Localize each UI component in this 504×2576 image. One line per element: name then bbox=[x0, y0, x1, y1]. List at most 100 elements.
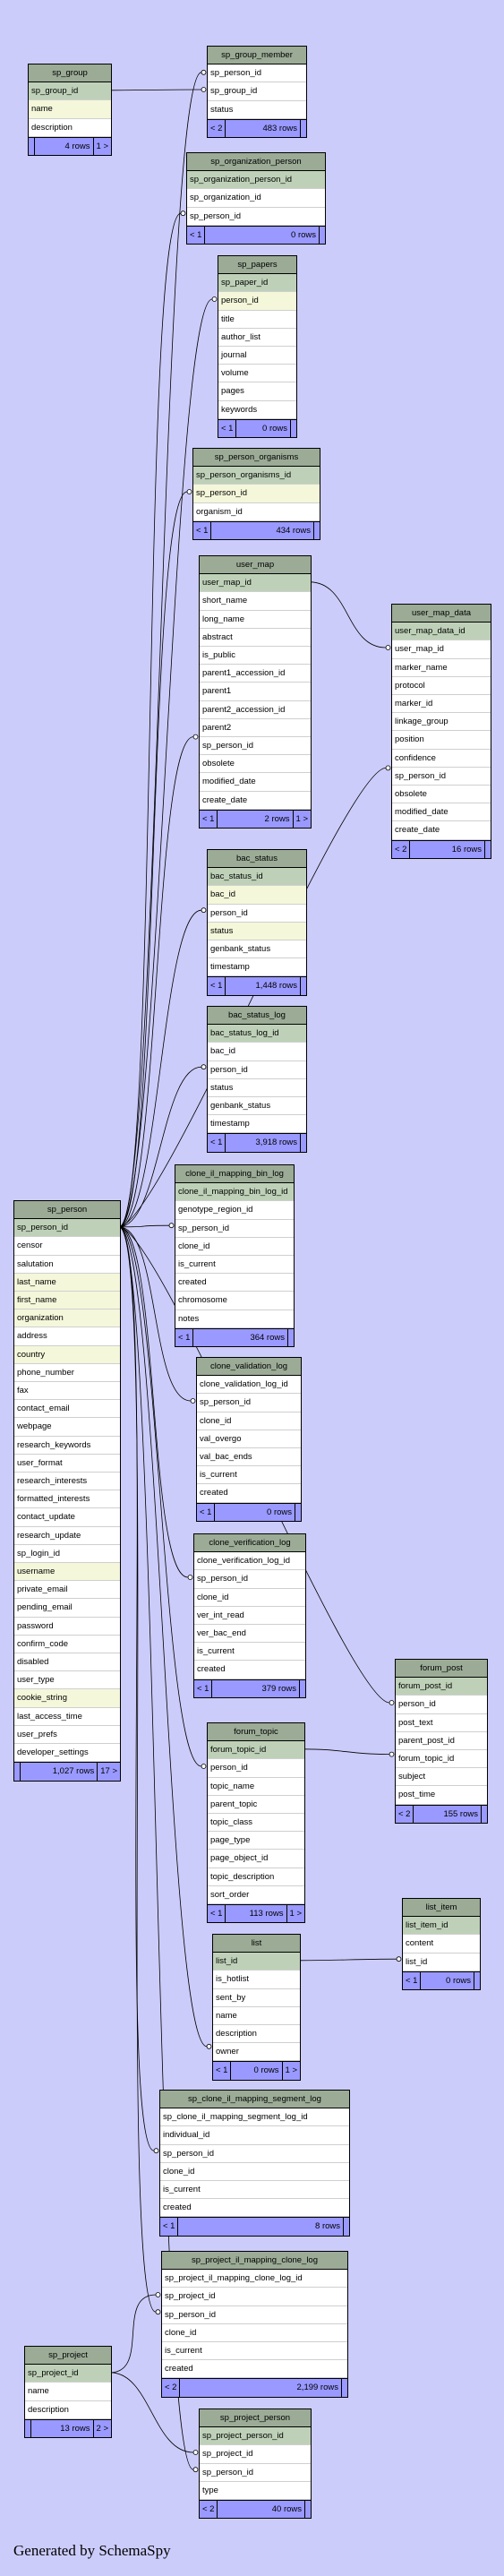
parents-link[interactable]: < 1 bbox=[210, 981, 223, 992]
column-sp-person-id[interactable]: sp_person_id bbox=[208, 64, 306, 83]
column-name[interactable]: name bbox=[29, 100, 111, 119]
table-title[interactable]: sp_person_organisms bbox=[193, 449, 320, 468]
children-link[interactable] bbox=[474, 1971, 480, 1990]
parents-link[interactable]: < 1 bbox=[216, 2065, 228, 2076]
children-link[interactable] bbox=[300, 977, 306, 995]
column-organization[interactable]: organization bbox=[14, 1309, 120, 1328]
column-research-interests[interactable]: research_interests bbox=[14, 1473, 120, 1491]
column-sp-person-id[interactable]: sp_person_id bbox=[162, 2306, 347, 2324]
column-val-bac-ends[interactable]: val_bac_ends bbox=[197, 1448, 301, 1467]
column-bac-id[interactable]: bac_id bbox=[208, 1043, 306, 1061]
column-forum-post-id[interactable]: forum_post_id bbox=[396, 1678, 487, 1696]
parents-link[interactable]: < 2 bbox=[202, 2504, 215, 2515]
column-val-overgo[interactable]: val_overgo bbox=[197, 1430, 301, 1449]
column-post-time[interactable]: post_time bbox=[396, 1786, 487, 1805]
column-parent1-accession-id[interactable]: parent1_accession_id bbox=[200, 665, 311, 683]
column-is-current[interactable]: is_current bbox=[197, 1466, 301, 1485]
column-list-id[interactable]: list_id bbox=[403, 1953, 480, 1971]
column-forum-topic-id[interactable]: forum_topic_id bbox=[396, 1750, 487, 1769]
children-link[interactable]: 17 > bbox=[97, 1763, 120, 1781]
column-sp-person-id[interactable]: sp_person_id bbox=[175, 1220, 294, 1238]
column-create-date[interactable]: create_date bbox=[392, 821, 491, 840]
column-sent-by[interactable]: sent_by bbox=[213, 1989, 300, 2007]
column-username[interactable]: username bbox=[14, 1563, 120, 1582]
column-last-name[interactable]: last_name bbox=[14, 1273, 120, 1292]
column-clone-id[interactable]: clone_id bbox=[175, 1238, 294, 1257]
parents-link[interactable]: < 1 bbox=[202, 813, 215, 824]
column-sp-person-id[interactable]: sp_person_id bbox=[197, 1394, 301, 1413]
column-clone-il-mapping-bin-log-id[interactable]: clone_il_mapping_bin_log_id bbox=[175, 1183, 294, 1202]
column-pending-email[interactable]: pending_email bbox=[14, 1599, 120, 1618]
column-sp-person-id[interactable]: sp_person_id bbox=[187, 208, 325, 226]
column-country[interactable]: country bbox=[14, 1345, 120, 1364]
column-user-map-data-id[interactable]: user_map_data_id bbox=[392, 623, 491, 641]
column-content[interactable]: content bbox=[403, 1935, 480, 1953]
column-modified-date[interactable]: modified_date bbox=[392, 803, 491, 822]
parents-link[interactable]: < 1 bbox=[163, 2221, 175, 2232]
column-individual-id[interactable]: individual_id bbox=[160, 2126, 349, 2145]
column-status[interactable]: status bbox=[208, 101, 306, 119]
table-title[interactable]: sp_papers bbox=[218, 256, 296, 275]
column-clone-id[interactable]: clone_id bbox=[162, 2324, 347, 2343]
column-sp-person-id[interactable]: sp_person_id bbox=[14, 1219, 120, 1238]
column-keywords[interactable]: keywords bbox=[218, 401, 296, 419]
column-first-name[interactable]: first_name bbox=[14, 1292, 120, 1310]
children-link[interactable] bbox=[341, 2379, 347, 2397]
column-phone-number[interactable]: phone_number bbox=[14, 1364, 120, 1383]
parents-link[interactable]: < 1 bbox=[406, 1975, 418, 1986]
children-link[interactable] bbox=[300, 1134, 306, 1152]
column-person-id[interactable]: person_id bbox=[208, 905, 306, 923]
column-is-hotlist[interactable]: is_hotlist bbox=[213, 1971, 300, 1989]
column-sp-person-id[interactable]: sp_person_id bbox=[200, 2464, 311, 2482]
parents-link[interactable]: < 1 bbox=[210, 1138, 223, 1148]
column-is-current[interactable]: is_current bbox=[160, 2181, 349, 2200]
column-pages[interactable]: pages bbox=[218, 382, 296, 401]
column-short-name[interactable]: short_name bbox=[200, 592, 311, 611]
children-link[interactable]: 1 > bbox=[281, 2062, 300, 2080]
children-link[interactable] bbox=[304, 2501, 311, 2519]
column-address[interactable]: address bbox=[14, 1327, 120, 1346]
column-volume[interactable]: volume bbox=[218, 365, 296, 383]
column-name[interactable]: name bbox=[213, 2007, 300, 2026]
column-owner[interactable]: owner bbox=[213, 2043, 300, 2062]
parents-link[interactable]: < 1 bbox=[190, 229, 202, 240]
column-sp-paper-id[interactable]: sp_paper_id bbox=[218, 274, 296, 293]
column-sp-person-organisms-id[interactable]: sp_person_organisms_id bbox=[193, 467, 320, 485]
column-parent-post-id[interactable]: parent_post_id bbox=[396, 1732, 487, 1751]
children-link[interactable] bbox=[299, 1679, 305, 1697]
column-created[interactable]: created bbox=[162, 2360, 347, 2379]
children-link[interactable] bbox=[313, 521, 320, 540]
column-marker-name[interactable]: marker_name bbox=[392, 659, 491, 677]
column-bac-status-log-id[interactable]: bac_status_log_id bbox=[208, 1025, 306, 1043]
column-description[interactable]: description bbox=[25, 2401, 111, 2419]
column-forum-topic-id[interactable]: forum_topic_id bbox=[208, 1741, 304, 1760]
column-sort-order[interactable]: sort_order bbox=[208, 1886, 304, 1905]
column-parent-topic[interactable]: parent_topic bbox=[208, 1796, 304, 1815]
column-subject[interactable]: subject bbox=[396, 1768, 487, 1787]
column-password[interactable]: password bbox=[14, 1618, 120, 1636]
parents-link[interactable]: < 2 bbox=[395, 844, 407, 854]
column-status[interactable]: status bbox=[208, 922, 306, 941]
column-sp-person-id[interactable]: sp_person_id bbox=[392, 768, 491, 786]
column-position[interactable]: position bbox=[392, 731, 491, 750]
column-clone-id[interactable]: clone_id bbox=[160, 2163, 349, 2182]
column-journal[interactable]: journal bbox=[218, 347, 296, 365]
column-bac-id[interactable]: bac_id bbox=[208, 886, 306, 905]
column-protocol[interactable]: protocol bbox=[392, 677, 491, 696]
column-created[interactable]: created bbox=[175, 1274, 294, 1292]
table-title[interactable]: clone_il_mapping_bin_log bbox=[175, 1165, 294, 1184]
children-link[interactable] bbox=[300, 119, 306, 138]
table-title[interactable]: sp_group bbox=[29, 64, 111, 83]
column-topic-class[interactable]: topic_class bbox=[208, 1814, 304, 1833]
table-title[interactable]: sp_project_il_mapping_clone_log bbox=[162, 2252, 347, 2271]
column-user-map-id[interactable]: user_map_id bbox=[200, 574, 311, 593]
table-title[interactable]: user_map bbox=[200, 556, 311, 575]
